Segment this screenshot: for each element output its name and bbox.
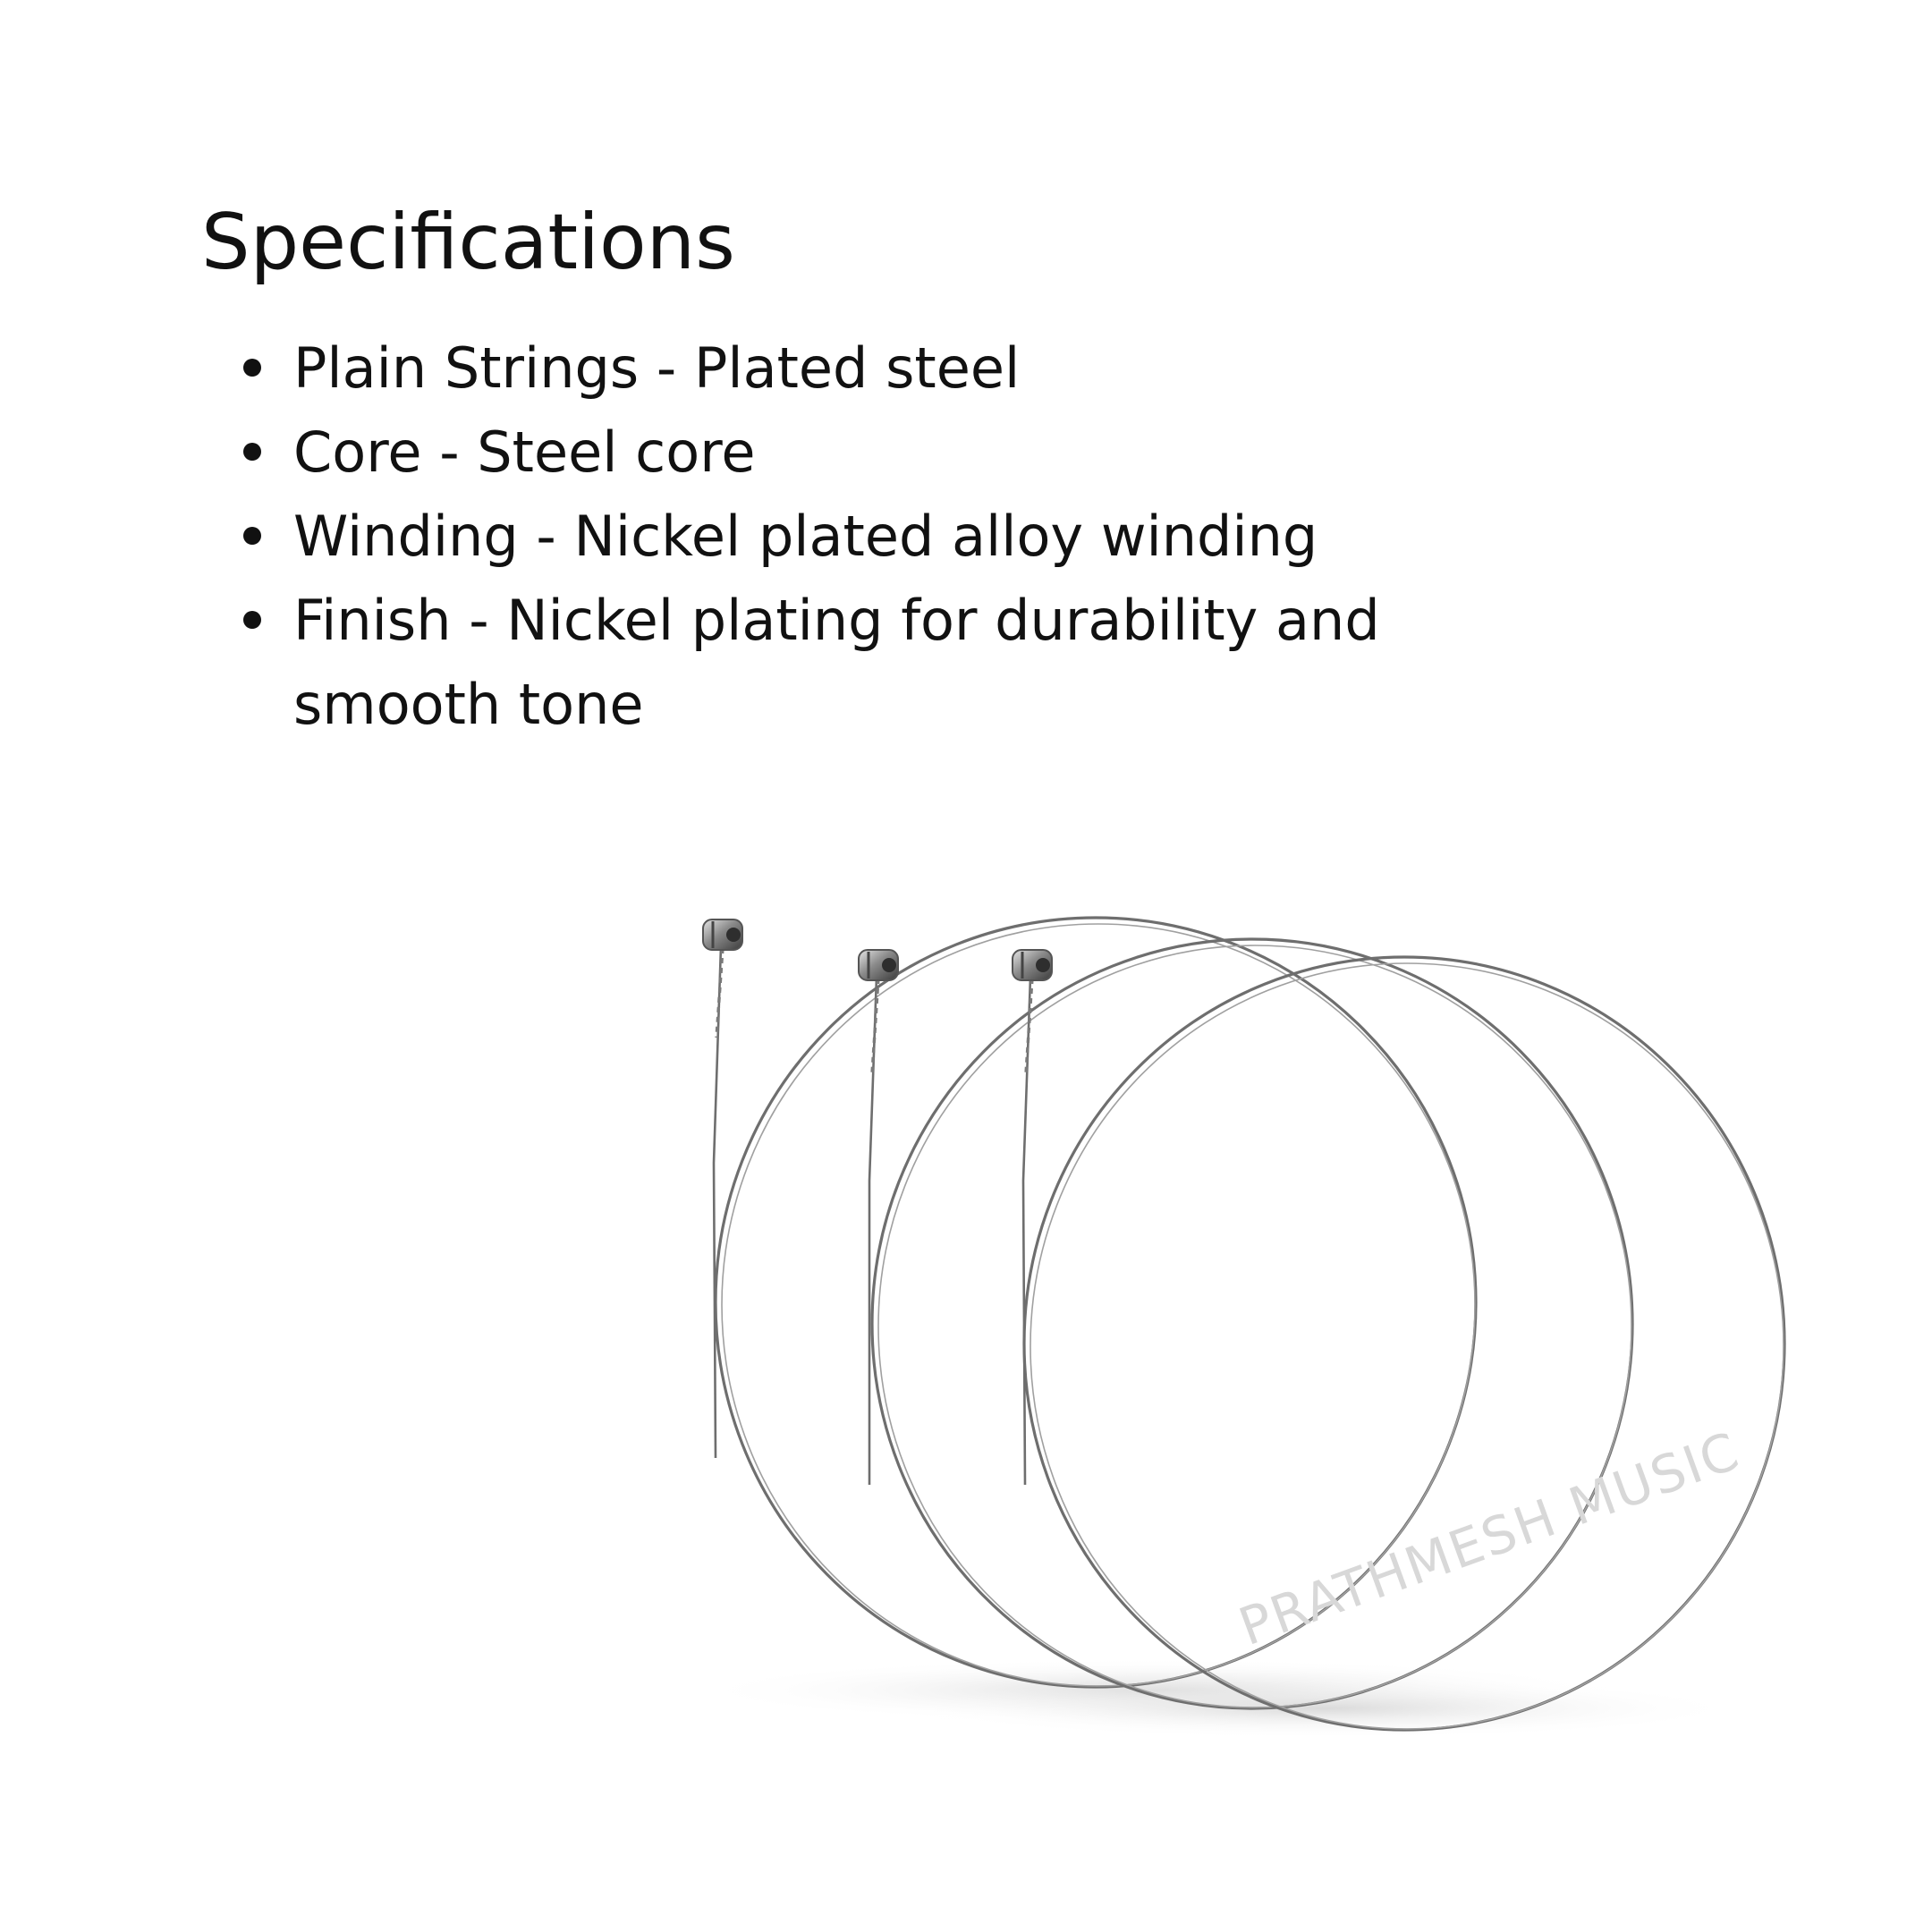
watermark: PRATHMESH MUSIC [1232,1420,1748,1658]
spec-item-core: Core - Steel core [243,411,1528,495]
guitar-string-2 [868,937,1634,1710]
spec-item-plain-strings: Plain Strings - Plated steel [243,326,1528,411]
page-title: Specifications [201,198,735,287]
spec-item-winding: Winding - Nickel plated alloy winding [243,495,1528,579]
bullet-icon [243,443,261,461]
bullet-icon [243,611,261,629]
spec-item-finish: Finish - Nickel plating for durability a… [243,579,1474,747]
spec-item-text: Plain Strings - Plated steel [293,335,1021,401]
spec-item-text: Core - Steel core [293,419,756,485]
spec-item-text: Winding - Nickel plated alloy winding [293,504,1318,569]
guitar-string-1 [712,916,1478,1689]
floor-shadow [903,1678,1744,1739]
specs-list: Plain Strings - Plated steel Core - Stee… [243,326,1528,747]
guitar-string-3 [1021,955,1786,1732]
ball-end-icon [858,949,899,981]
ball-end-icon [702,919,743,951]
spec-item-text: Finish - Nickel plating for durability a… [293,588,1380,737]
ball-end-icon [1012,949,1053,981]
bullet-icon [243,527,261,545]
bullet-icon [243,359,261,377]
